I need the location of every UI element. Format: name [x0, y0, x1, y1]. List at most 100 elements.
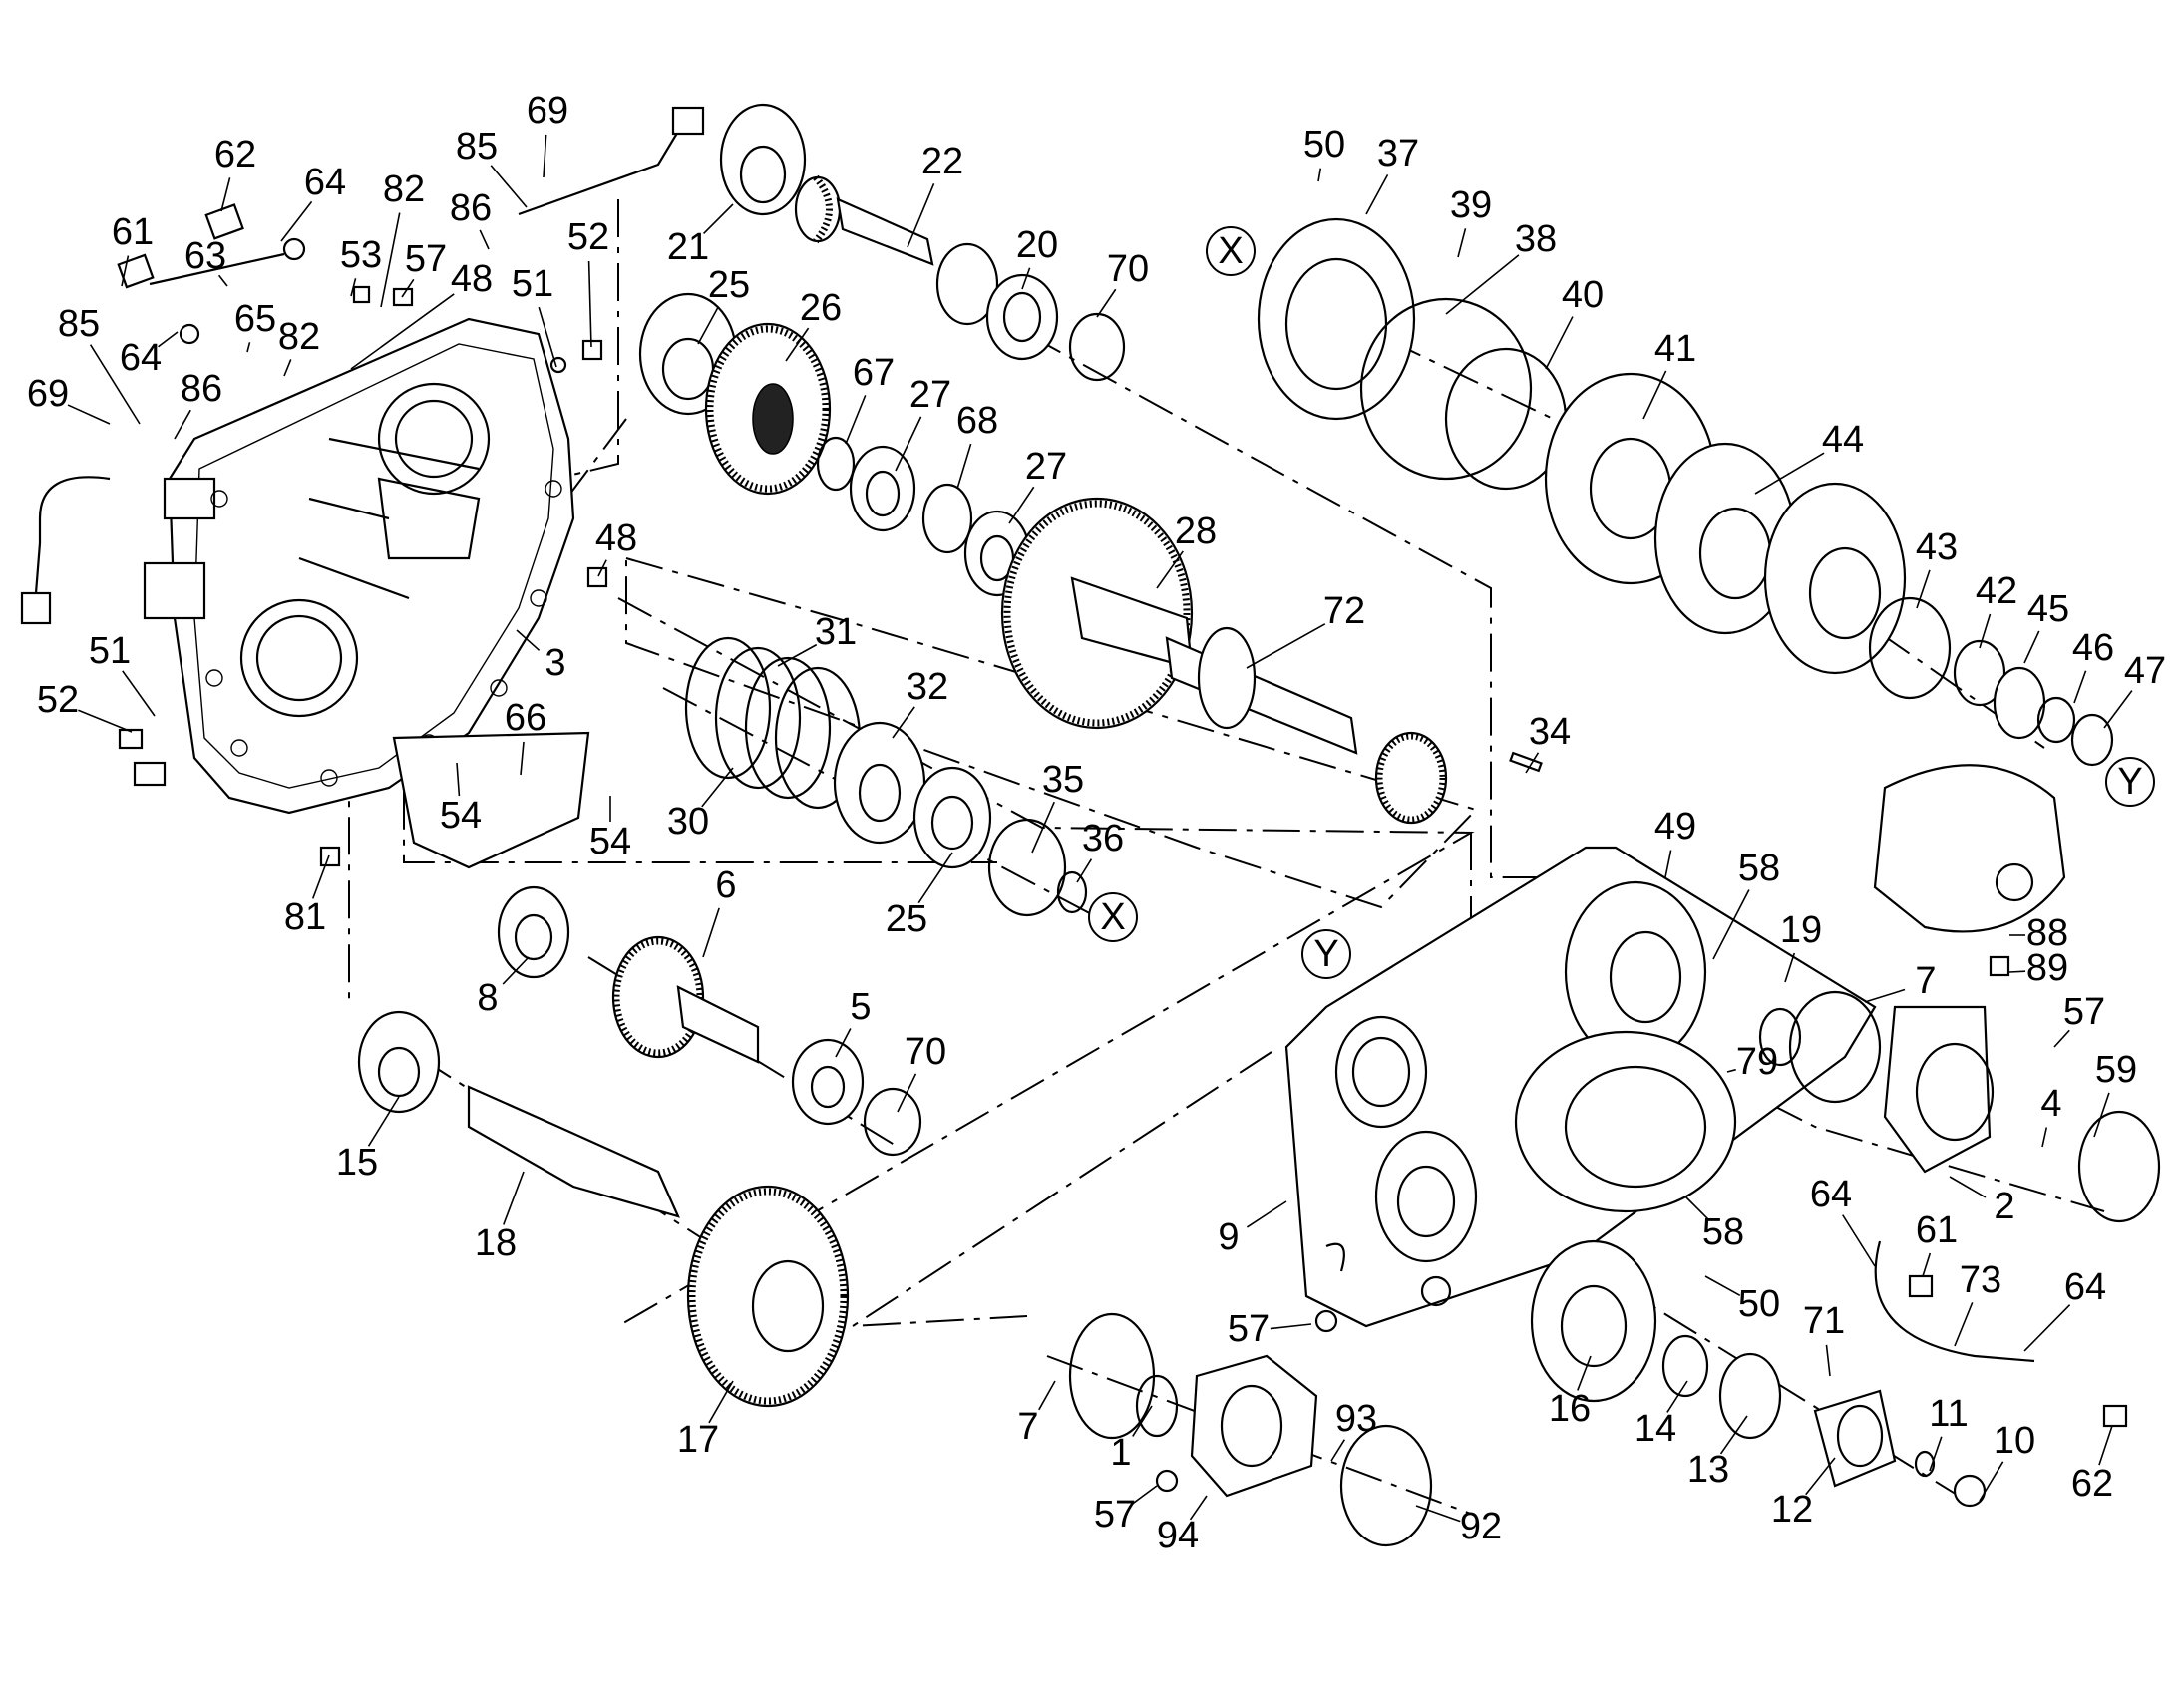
- leader-l86b: [479, 229, 490, 250]
- part-number-17: 17: [677, 1419, 719, 1461]
- leader-l15: [367, 1096, 400, 1147]
- part-number-48: 48: [451, 258, 493, 300]
- part-number-92: 92: [1460, 1506, 1502, 1547]
- part-number-9: 9: [1218, 1216, 1239, 1258]
- part-number-82: 82: [383, 169, 425, 210]
- part-number-14: 14: [1635, 1408, 1676, 1450]
- leader-l8: [502, 956, 530, 985]
- part-number-68: 68: [956, 400, 998, 442]
- part-number-86: 86: [450, 187, 492, 229]
- marker-letter-mx2: X: [1100, 896, 1125, 938]
- part-number-7: 7: [1017, 1406, 1038, 1448]
- part-number-40: 40: [1562, 274, 1604, 316]
- leader-l64d: [2023, 1304, 2071, 1352]
- leader-l43: [1916, 569, 1931, 609]
- leader-l38: [1445, 254, 1520, 315]
- part-number-64: 64: [2064, 1266, 2106, 1308]
- part-number-64: 64: [304, 162, 346, 203]
- leader-l37: [1365, 173, 1389, 215]
- part-number-54: 54: [440, 795, 482, 837]
- brake-group: [1257, 217, 2114, 977]
- part-number-79: 79: [1736, 1041, 1778, 1083]
- leader-l18: [503, 1171, 525, 1225]
- sensor-cables: [20, 106, 705, 867]
- leader-l65: [246, 342, 251, 353]
- part-number-52: 52: [567, 216, 609, 258]
- leader-l63: [217, 274, 228, 287]
- marker-circle-my2: [1301, 929, 1351, 979]
- leader-l57d: [1132, 1485, 1158, 1505]
- leader-l82a: [283, 359, 292, 377]
- part-number-64: 64: [1810, 1174, 1852, 1215]
- part-number-85: 85: [456, 126, 498, 168]
- part-number-31: 31: [815, 611, 857, 653]
- leader-l86a: [174, 409, 191, 440]
- leader-l58b: [1684, 1196, 1709, 1220]
- part-number-19: 19: [1780, 909, 1822, 951]
- part-number-1: 1: [1110, 1432, 1131, 1474]
- leader-l72: [1246, 623, 1326, 669]
- marker-circle-mx2: [1088, 892, 1138, 942]
- leader-l1: [1132, 1405, 1153, 1437]
- marker-letter-mx1: X: [1218, 230, 1243, 272]
- part-number-61: 61: [112, 211, 154, 253]
- part-number-13: 13: [1687, 1449, 1729, 1491]
- part-number-65: 65: [234, 298, 276, 340]
- leader-l61b: [1922, 1252, 1932, 1277]
- part-number-57: 57: [2063, 991, 2105, 1033]
- part-number-85: 85: [58, 303, 100, 345]
- part-number-70: 70: [905, 1031, 946, 1073]
- part-number-50: 50: [1738, 1283, 1780, 1325]
- part-number-89: 89: [2026, 947, 2068, 989]
- leader-l42: [1979, 613, 1992, 649]
- leader-l57c: [1270, 1323, 1312, 1330]
- part-number-30: 30: [667, 801, 709, 843]
- part-number-2: 2: [1994, 1186, 2014, 1227]
- part-number-64: 64: [120, 337, 162, 379]
- leader-l64c: [1842, 1214, 1876, 1267]
- leader-l36: [1076, 858, 1093, 883]
- leader-l85a: [89, 344, 141, 425]
- part-number-34: 34: [1529, 711, 1571, 753]
- part-number-86: 86: [181, 368, 222, 410]
- leader-l41: [1642, 370, 1667, 420]
- leader-l21: [702, 203, 734, 235]
- part-number-38: 38: [1515, 218, 1557, 260]
- part-number-4: 4: [2040, 1083, 2061, 1125]
- leader-l5: [835, 1028, 852, 1058]
- part-number-25: 25: [886, 898, 927, 940]
- part-number-27: 27: [1025, 446, 1067, 488]
- part-number-81: 81: [284, 896, 326, 938]
- part-number-35: 35: [1042, 759, 1084, 801]
- leader-l27b: [1008, 486, 1035, 524]
- leader-l17: [708, 1380, 734, 1424]
- leader-l7b: [1038, 1380, 1056, 1411]
- part-number-36: 36: [1082, 818, 1124, 859]
- part-number-6: 6: [715, 864, 736, 906]
- leader-l64b: [158, 331, 179, 348]
- leader-l22: [907, 183, 935, 248]
- leader-l48b: [597, 559, 607, 577]
- leader-l49: [1664, 850, 1672, 878]
- leader-l25a: [697, 305, 720, 345]
- part-number-47: 47: [2124, 650, 2166, 692]
- part-number-16: 16: [1549, 1388, 1591, 1430]
- leader-l9: [1246, 1200, 1287, 1228]
- part-number-72: 72: [1323, 590, 1365, 632]
- part-number-57: 57: [1094, 1494, 1136, 1536]
- front-housing: [143, 317, 590, 869]
- part-number-46: 46: [2072, 627, 2114, 669]
- part-number-3: 3: [545, 642, 565, 684]
- leader-l53: [350, 278, 357, 297]
- leader-l32: [892, 706, 915, 739]
- leader-l59: [2093, 1092, 2110, 1138]
- part-number-51: 51: [512, 263, 553, 305]
- part-number-45: 45: [2027, 588, 2069, 630]
- leader-l70a: [1096, 288, 1117, 318]
- leader-l79: [1726, 1068, 1736, 1073]
- leader-l30: [701, 767, 734, 808]
- marker-letter-my2: Y: [1313, 933, 1338, 975]
- part-number-82: 82: [278, 316, 320, 358]
